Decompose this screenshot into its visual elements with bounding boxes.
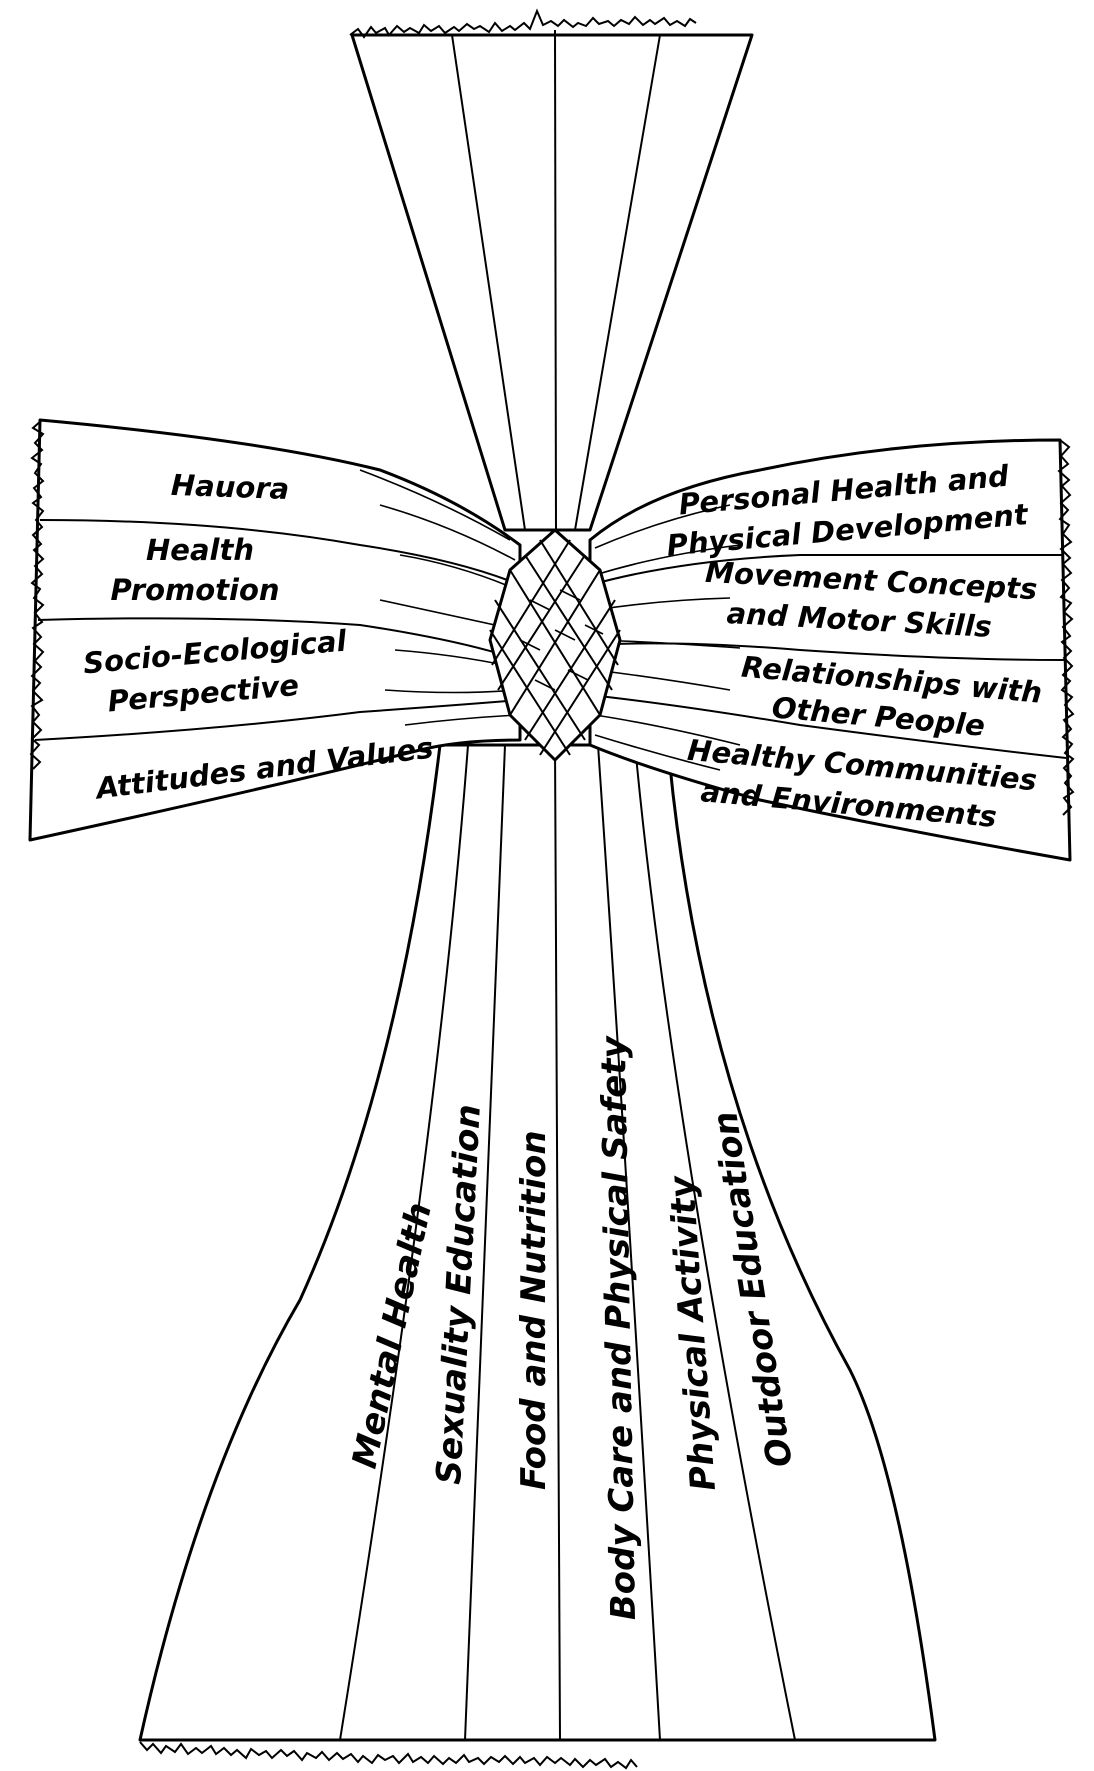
label-food-nutrition: Food and Nutrition bbox=[514, 1130, 554, 1490]
label-health-promotion: Health Promotion bbox=[110, 533, 279, 607]
central-weave bbox=[488, 528, 622, 762]
left-labels-upper: Hauora bbox=[170, 468, 289, 506]
label-health-promotion-line2: Promotion bbox=[110, 573, 279, 607]
top-strand-bundle bbox=[349, 8, 754, 532]
label-health-promotion-line1: Health bbox=[146, 533, 254, 567]
label-hauora: Hauora bbox=[170, 468, 289, 506]
bottom-strand-bundle bbox=[138, 743, 937, 1770]
left-strand-bundle bbox=[28, 418, 522, 842]
right-strand-bundle bbox=[588, 438, 1075, 862]
